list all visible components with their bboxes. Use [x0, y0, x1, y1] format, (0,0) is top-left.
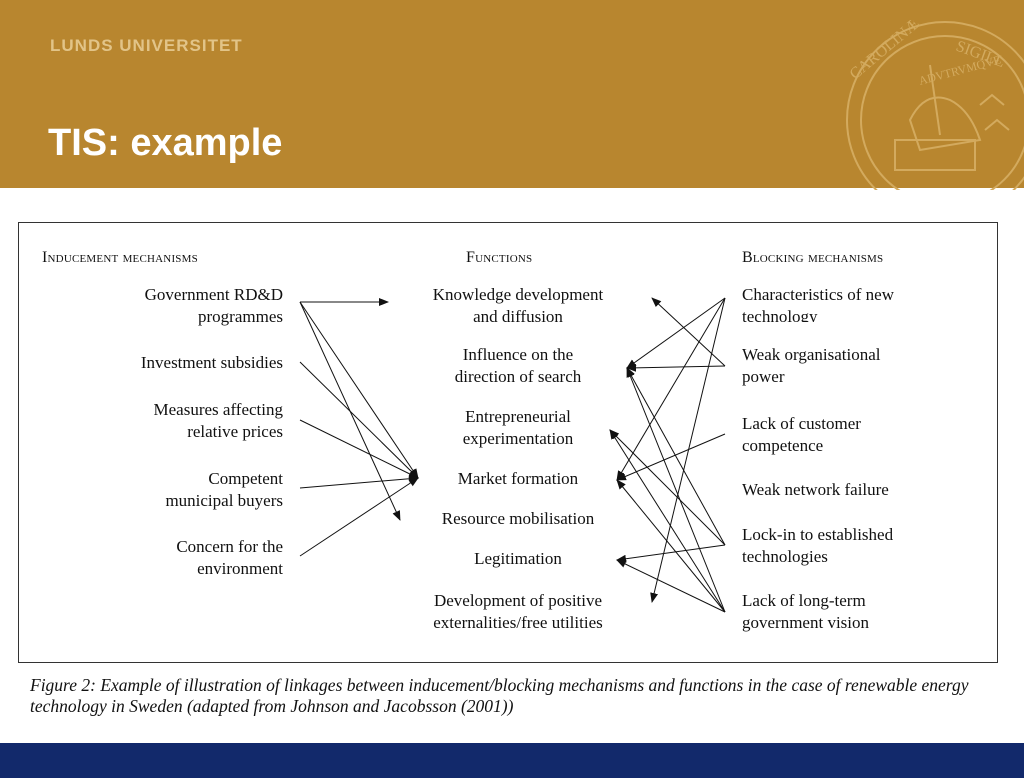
footer-bar	[0, 743, 1024, 778]
heading-inducement: Inducement mechanisms	[42, 249, 198, 266]
function-item: Resource mobilisation	[441, 509, 595, 528]
caption-text: Example of illustration of linkages betw…	[30, 675, 969, 716]
svg-text:CAROLINÆ: CAROLINÆ	[847, 20, 923, 83]
function-item: Market formation	[457, 469, 579, 488]
caption-label: Figure 2:	[30, 675, 96, 695]
figure-caption: Figure 2: Example of illustration of lin…	[30, 675, 1020, 717]
blocking-item: Weak network failure	[742, 480, 889, 499]
svg-text:ADVTRVMQVE: ADVTRVMQVE	[917, 53, 1002, 88]
heading-blocking: Blocking mechanisms	[742, 249, 884, 266]
slide-title: TIS: example	[48, 122, 283, 164]
heading-functions: Functions	[466, 249, 533, 266]
figure-frame	[18, 222, 998, 663]
header-bar: LUNDS UNIVERSITET TIS: example CAROLINÆ …	[0, 0, 1024, 190]
university-name: LUNDS UNIVERSITET	[50, 36, 243, 55]
inducement-item: Investment subsidies	[140, 353, 283, 372]
function-item: Legitimation	[474, 549, 562, 568]
university-seal-icon: CAROLINÆ SIGILL ADVTRVMQVE	[846, 20, 1024, 190]
